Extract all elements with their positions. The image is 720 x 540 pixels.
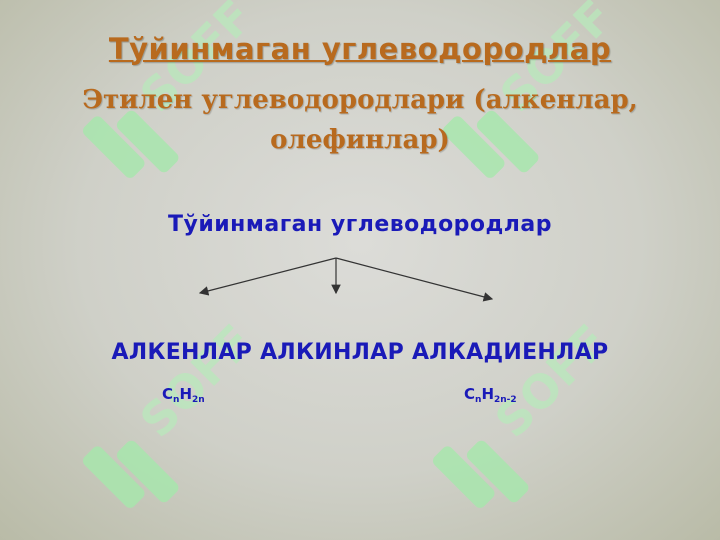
arrow-to-alkenes [198,257,337,296]
arrow-to-alkadienes [335,257,494,302]
subtitle-line-1: Этилен углеводородлари (алкенлар, [82,85,638,115]
subtitle-line-2: олефинлар) [270,125,450,155]
slide-subtitle: Этилен углеводородлари (алкенлар, олефин… [60,80,660,160]
branch-labels: АЛКЕНЛАР АЛКИНЛАР АЛКАДИЕНЛАР [0,340,720,365]
branch-alkenes: АЛКЕНЛАР [111,340,253,365]
formula-alkadienes: CnH2n-2 [464,385,517,405]
diagram-root-label: Тўйинмаган углеводородлар [167,212,553,237]
slide-title: Тўйинмаган углеводородлар [108,32,612,66]
branch-alkynes: АЛКИНЛАР [260,340,404,365]
branch-alkadienes: АЛКАДИЕНЛАР [411,340,609,365]
formula-alkenes: CnH2n [162,385,205,405]
